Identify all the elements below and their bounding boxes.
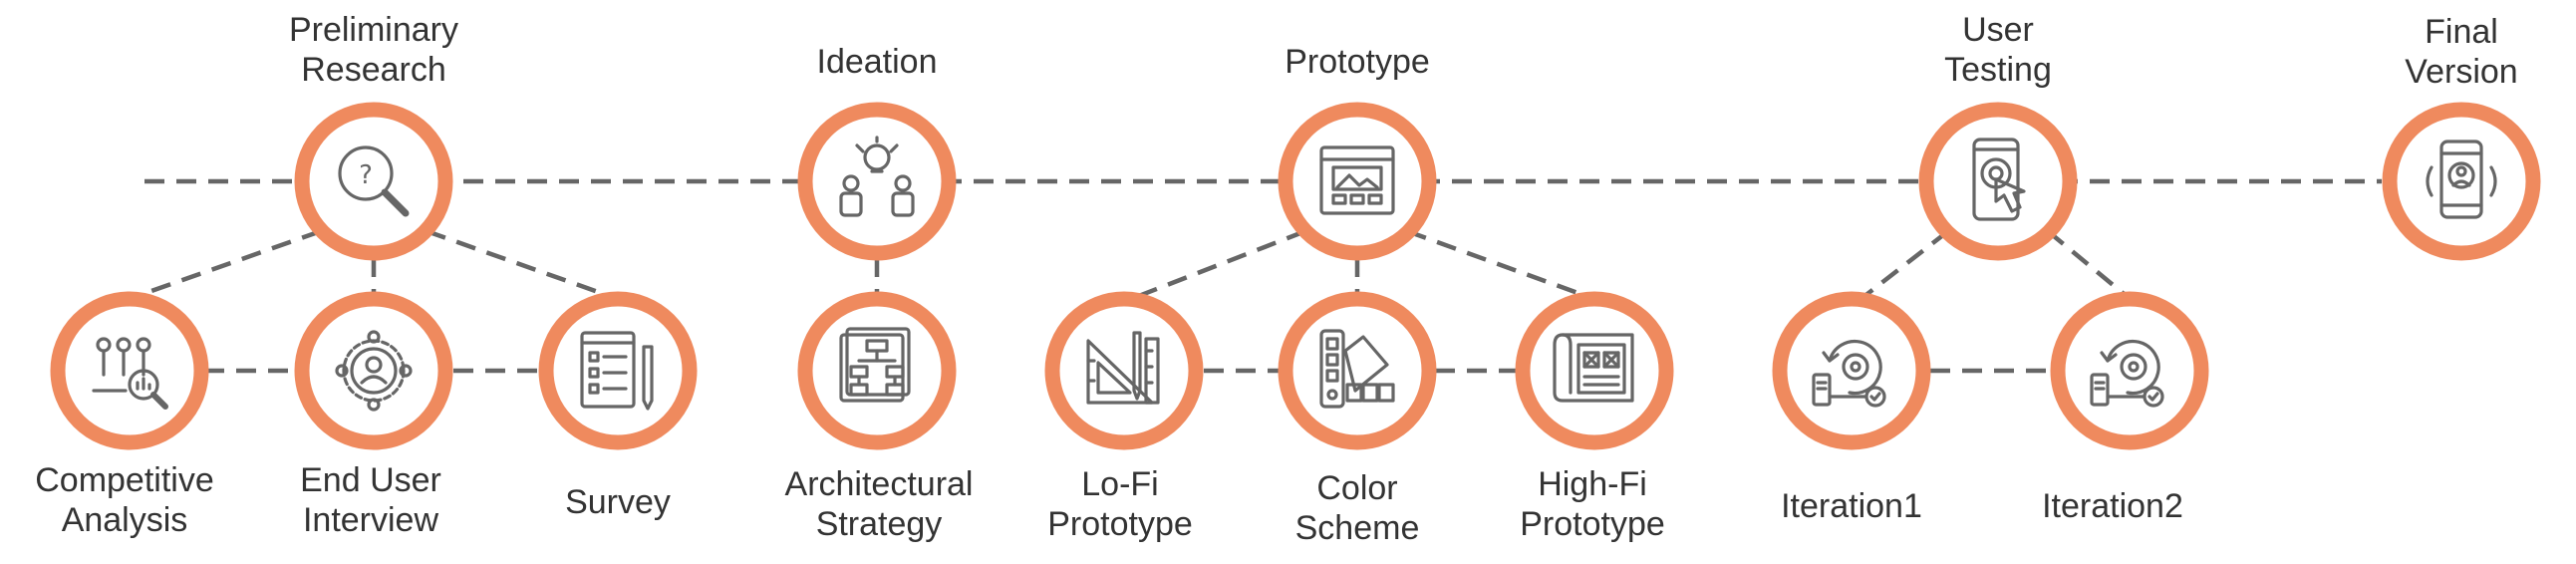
- stage-label-user-testing: User Testing: [1944, 11, 2052, 89]
- stage-node-final-version[interactable]: [2382, 102, 2541, 261]
- substep-label-architectural-strategy: Architectural Strategy: [784, 465, 974, 543]
- magnifier-question-icon: ?: [338, 145, 410, 217]
- stage-node-preliminary-research[interactable]: ?: [294, 102, 453, 261]
- stage-label-prototype: Prototype: [1285, 43, 1430, 81]
- color-swatch-icon: [1319, 329, 1395, 409]
- substep-node-competitive-analysis[interactable]: [50, 291, 209, 450]
- stage-node-ideation[interactable]: [797, 102, 957, 261]
- branch-connectors: [134, 228, 2130, 374]
- survey-form-pencil-icon: [580, 331, 654, 411]
- substep-label-iteration1: Iteration1: [1781, 487, 1922, 525]
- substep-node-color-scheme[interactable]: [1278, 291, 1437, 450]
- substep-node-survey[interactable]: [538, 291, 698, 450]
- substep-node-iteration2[interactable]: [2050, 291, 2209, 450]
- substep-node-architectural-strategy[interactable]: [797, 291, 957, 450]
- substep-label-competitive-analysis: Competitive Analysis: [35, 461, 214, 539]
- user-network-icon: [335, 330, 413, 412]
- ruler-triangle-pencil-icon: [1086, 331, 1160, 405]
- blueprint-icon: [1553, 333, 1634, 403]
- substep-node-high-fi-prototype[interactable]: [1515, 291, 1674, 450]
- substep-node-end-user-interview[interactable]: [294, 291, 453, 450]
- people-chart-magnifier-icon: [92, 337, 168, 410]
- stage-label-ideation: Ideation: [816, 43, 938, 81]
- lightbulb-people-icon: [839, 136, 915, 217]
- stage-label-final-version: Final Version: [2405, 13, 2518, 91]
- svg-text:?: ?: [359, 160, 373, 190]
- flowchart-icon: [839, 327, 911, 403]
- substep-label-survey: Survey: [565, 483, 671, 521]
- gear-cycle-device-icon: [1812, 339, 1886, 408]
- substep-node-iteration1[interactable]: [1772, 291, 1931, 450]
- substep-label-high-fi-prototype: High-Fi Prototype: [1520, 465, 1665, 543]
- stage-node-prototype[interactable]: [1278, 102, 1437, 261]
- substep-label-end-user-interview: End User Interview: [300, 461, 441, 539]
- phone-tap-icon: [1972, 138, 2026, 221]
- stage-label-preliminary-research: Preliminary Research: [288, 11, 459, 89]
- stage-node-user-testing[interactable]: [1918, 102, 2078, 261]
- browser-window-icon: [1319, 145, 1395, 215]
- gear-cycle-device-icon: [2090, 339, 2164, 408]
- substep-label-iteration2: Iteration2: [2042, 487, 2183, 525]
- substep-label-color-scheme: Color Scheme: [1294, 469, 1420, 547]
- substep-node-lo-fi-prototype[interactable]: [1044, 291, 1204, 450]
- substep-label-lo-fi-prototype: Lo-Fi Prototype: [1047, 465, 1193, 543]
- phone-profile-icon: [2426, 140, 2497, 219]
